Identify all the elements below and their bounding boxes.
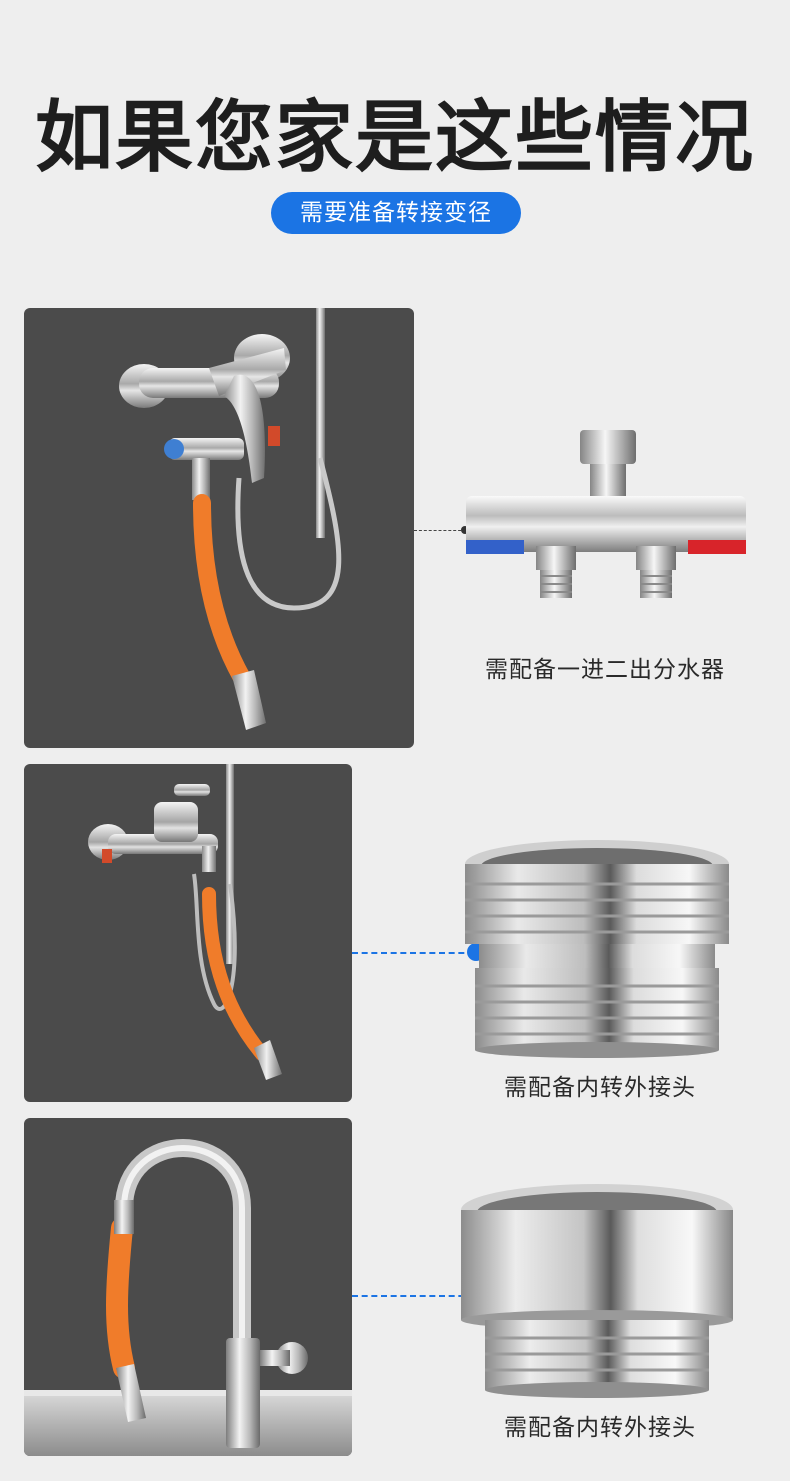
product-male-adapter: [455, 838, 740, 1060]
leader-line-2: [352, 952, 474, 954]
scene-shower-mixer: [24, 308, 414, 748]
scene-kitchen-faucet: [24, 1118, 352, 1456]
caption-adapter-2: 需配备内转外接头: [504, 1415, 696, 1441]
subtitle-badge: 需要准备转接变径: [271, 192, 521, 234]
leader-line-1: [414, 530, 466, 531]
product-splitter-valve: [460, 428, 752, 604]
caption-adapter-1: 需配备内转外接头: [504, 1075, 696, 1101]
product-female-adapter: [455, 1180, 740, 1402]
scene-wall-bath-faucet: [24, 764, 352, 1102]
caption-splitter: 需配备一进二出分水器: [485, 657, 725, 683]
leader-dot-1: [461, 526, 469, 534]
page-title: 如果您家是这些情况: [34, 93, 755, 183]
leader-line-3: [352, 1295, 474, 1297]
